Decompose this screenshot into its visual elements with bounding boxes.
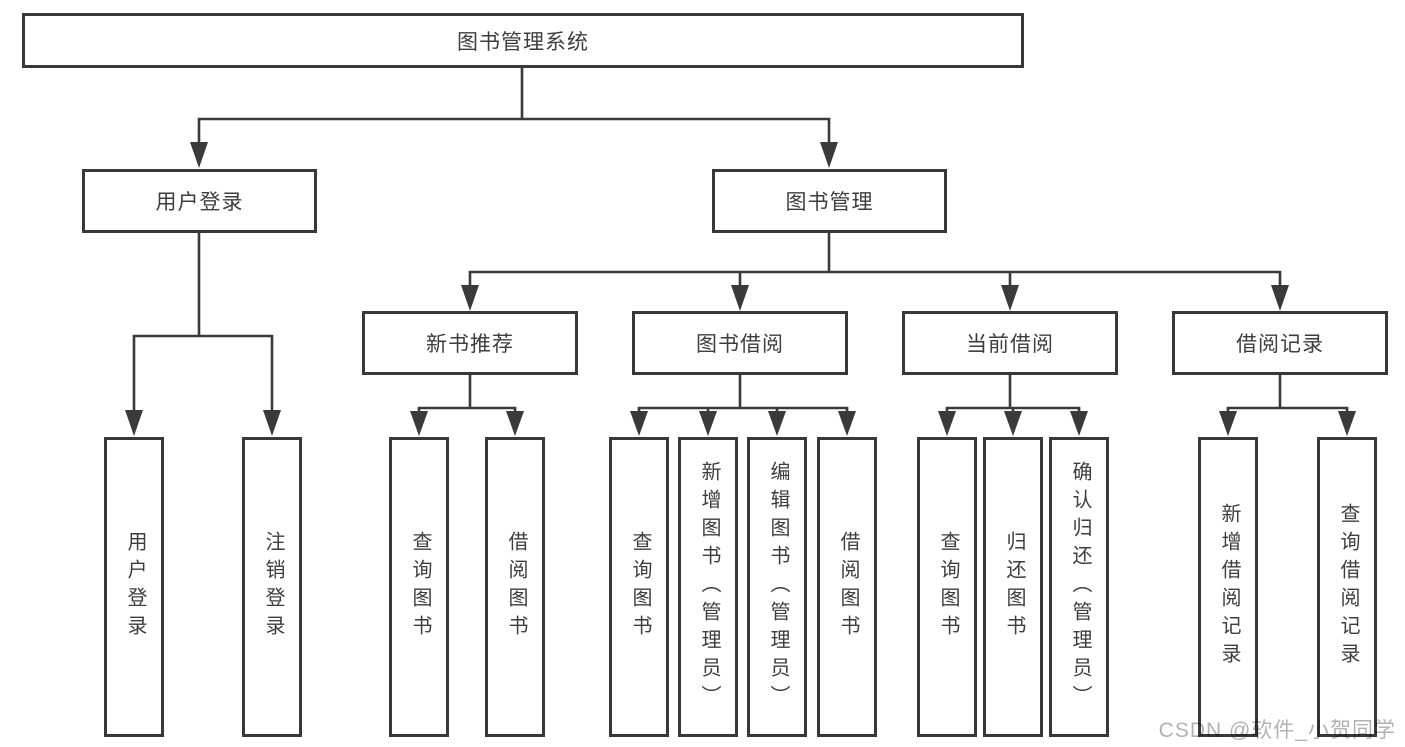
edge-root-to-level2 — [190, 68, 838, 168]
node-book-management: 图书管理 — [712, 169, 947, 233]
edge-book-borrow-to-leaves — [630, 375, 856, 436]
leaf-current-confirm-return-admin: 确认归还（管理员） — [1049, 437, 1109, 737]
leaf-records-add-borrow-record: 新增借阅记录 — [1198, 437, 1258, 737]
leaf-borrow-query-books: 查询图书 — [609, 437, 669, 737]
leaf-current-query-books: 查询图书 — [917, 437, 977, 737]
leaf-recommend-borrow-books: 借阅图书 — [485, 437, 545, 737]
node-borrow-records: 借阅记录 — [1172, 311, 1388, 375]
edge-user-login-to-leaves — [125, 233, 281, 436]
leaf-recommend-query-books: 查询图书 — [389, 437, 449, 737]
leaf-borrow-borrow-books: 借阅图书 — [817, 437, 877, 737]
leaf-logout: 注销登录 — [242, 437, 302, 737]
edge-new-book-recommend-to-leaves — [410, 375, 524, 436]
edge-current-borrow-to-leaves — [938, 375, 1088, 436]
leaf-current-return-books: 归还图书 — [983, 437, 1043, 737]
edge-borrow-records-to-leaves — [1219, 375, 1356, 436]
node-current-borrow: 当前借阅 — [902, 311, 1118, 375]
leaf-user-login: 用户登录 — [104, 437, 164, 737]
node-user-login: 用户登录 — [82, 169, 317, 233]
csdn-watermark: CSDN @软件_小贺同学 — [1158, 719, 1396, 742]
node-library-system: 图书管理系统 — [22, 13, 1024, 68]
leaf-records-query-borrow-record: 查询借阅记录 — [1317, 437, 1377, 737]
node-book-borrow: 图书借阅 — [632, 311, 848, 375]
leaf-borrow-add-books-admin: 新增图书（管理员） — [678, 437, 738, 737]
node-new-book-recommend: 新书推荐 — [362, 311, 578, 375]
edge-book-management-to-level3 — [461, 233, 1289, 311]
leaf-borrow-edit-books-admin: 编辑图书（管理员） — [747, 437, 807, 737]
